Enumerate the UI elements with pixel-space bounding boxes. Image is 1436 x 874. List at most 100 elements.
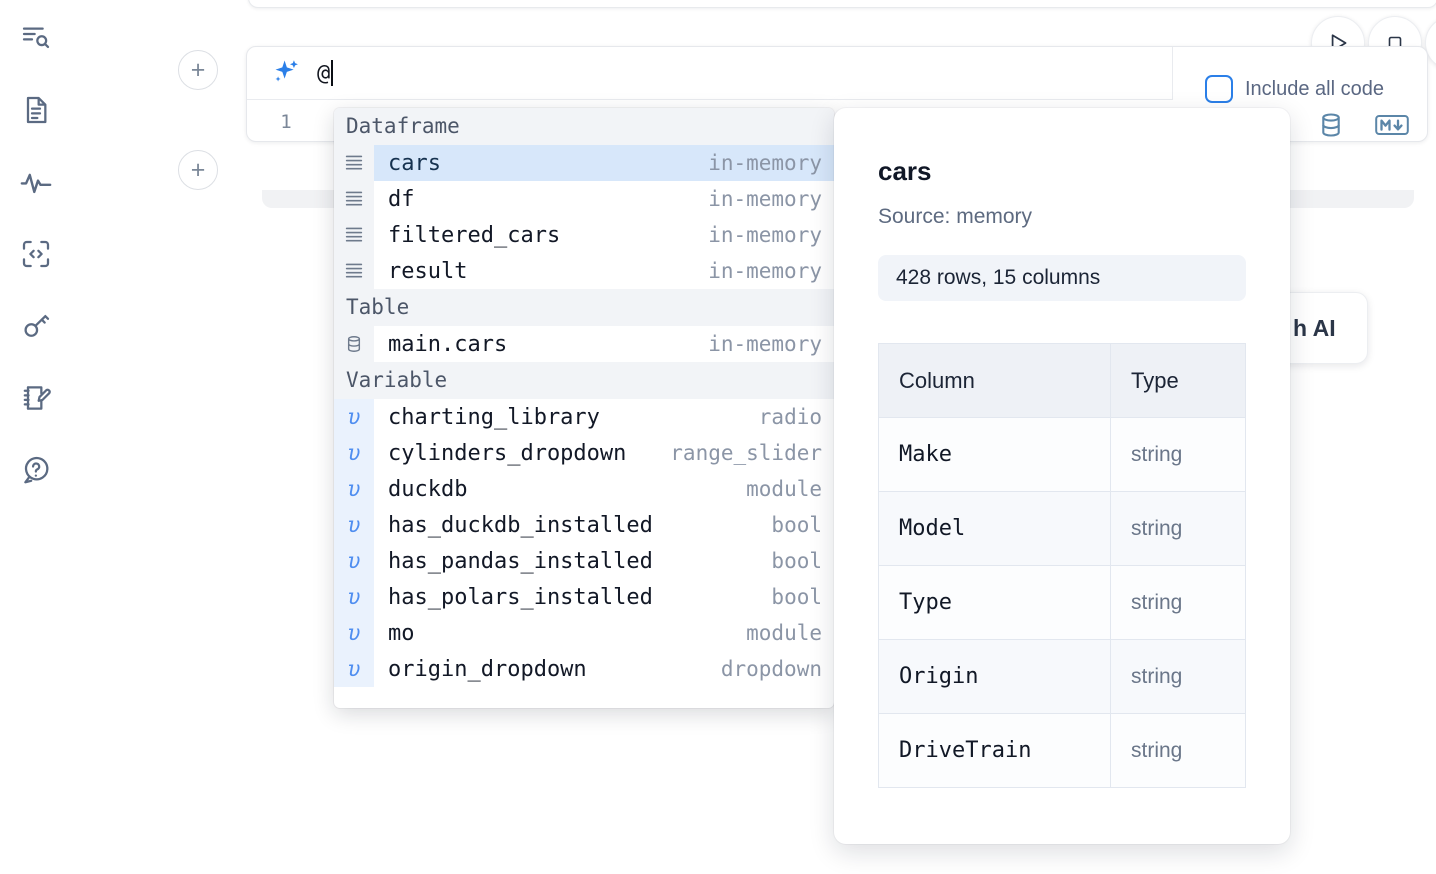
dataframe-icon — [345, 227, 363, 242]
doc-title: cars — [878, 156, 932, 186]
autocomplete-item-kind: in-memory — [708, 223, 822, 247]
autocomplete-item-kind: in-memory — [708, 187, 822, 211]
ai-prompt-row: @ — [247, 47, 1172, 100]
outline-search-icon[interactable] — [14, 16, 58, 60]
autocomplete-item[interactable]: df in-memory — [334, 181, 834, 217]
autocomplete-group-header: Variable — [334, 362, 834, 399]
autocomplete-item-kind: radio — [758, 405, 822, 429]
dataframe-icon — [345, 263, 363, 278]
variable-icon: υ — [334, 543, 374, 579]
doc-column-name: Origin — [878, 639, 1111, 714]
autocomplete-item-kind: bool — [771, 585, 822, 609]
variable-icon: υ — [347, 513, 361, 537]
autocomplete-item[interactable]: υ origin_dropdown dropdown — [334, 651, 834, 687]
line-number: 1 — [280, 110, 292, 133]
variable-icon: υ — [334, 471, 374, 507]
dataframe-icon — [345, 191, 363, 206]
dataframe-icon — [334, 253, 374, 289]
variable-icon: υ — [347, 441, 361, 465]
dataframe-icon — [345, 155, 363, 170]
doc-column-type: string — [1110, 417, 1246, 492]
variable-icon: υ — [347, 657, 361, 681]
documentation-panel: cars Source: memory 428 rows, 15 columns… — [834, 108, 1290, 844]
autocomplete-item-kind: in-memory — [708, 259, 822, 283]
add-cell-button-top[interactable]: + — [178, 50, 218, 90]
include-all-code-checkbox[interactable] — [1205, 75, 1233, 103]
doc-column-type: string — [1110, 491, 1246, 566]
code-editor-row[interactable]: 1 — [247, 100, 1429, 143]
doc-table-header-cell: Column — [878, 343, 1111, 418]
autocomplete-item[interactable]: main.cars in-memory — [334, 326, 834, 362]
previous-cell[interactable] — [248, 0, 1436, 8]
add-cell-button-bottom[interactable]: + — [178, 150, 218, 190]
doc-shape-badge: 428 rows, 15 columns — [878, 255, 1246, 301]
variable-icon: υ — [347, 477, 361, 501]
autocomplete-item-kind: in-memory — [708, 332, 822, 356]
variable-icon: υ — [334, 435, 374, 471]
dataframe-icon — [334, 145, 374, 181]
doc-column-name: Type — [878, 565, 1111, 640]
doc-column-type: string — [1110, 713, 1246, 788]
doc-column-type: string — [1110, 565, 1246, 640]
dataframe-icon — [334, 217, 374, 253]
variable-icon: υ — [334, 399, 374, 435]
key-icon[interactable] — [14, 304, 58, 348]
variable-icon: υ — [347, 549, 361, 573]
autocomplete-item-name: main.cars — [388, 331, 508, 357]
autocomplete-group-header: Table — [334, 289, 834, 326]
autocomplete-item-name: has_duckdb_installed — [388, 512, 653, 538]
cell-toolbar — [1317, 111, 1409, 139]
autocomplete-group-header: Dataframe — [334, 108, 834, 145]
autocomplete-item[interactable]: filtered_cars in-memory — [334, 217, 834, 253]
autocomplete-item-kind: bool — [771, 549, 822, 573]
autocomplete-item-name: has_pandas_installed — [388, 548, 653, 574]
variable-icon: υ — [334, 507, 374, 543]
autocomplete-item[interactable]: υ charting_library radio — [334, 399, 834, 435]
variable-icon: υ — [334, 651, 374, 687]
autocomplete-item-name: df — [388, 186, 415, 212]
database-icon[interactable] — [1317, 111, 1345, 139]
notebook-edit-icon[interactable] — [14, 376, 58, 420]
variable-icon: υ — [334, 615, 374, 651]
autocomplete-item-name: charting_library — [388, 404, 600, 430]
autocomplete-item-kind: module — [746, 477, 822, 501]
autocomplete-item[interactable]: result in-memory — [334, 253, 834, 289]
ai-hint-card-text: h AI — [1293, 314, 1336, 341]
include-all-code-label: Include all code — [1245, 77, 1384, 100]
autocomplete-item-name: origin_dropdown — [388, 656, 587, 682]
include-all-code-control[interactable]: Include all code — [1205, 75, 1384, 103]
autocomplete-item-kind: dropdown — [720, 657, 822, 681]
variable-icon: υ — [347, 405, 361, 429]
variable-icon: υ — [347, 621, 361, 645]
autocomplete-item-name: cars — [388, 150, 441, 176]
doc-column-type: string — [1110, 639, 1246, 714]
file-text-icon[interactable] — [14, 88, 58, 132]
doc-column-name: Make — [878, 417, 1111, 492]
autocomplete-item-name: result — [388, 258, 468, 284]
variable-icon: υ — [334, 579, 374, 615]
code-snippet-icon[interactable] — [14, 232, 58, 276]
autocomplete-item[interactable]: υ has_pandas_installed bool — [334, 543, 834, 579]
autocomplete-item-name: mo — [388, 620, 415, 646]
autocomplete-item-name: filtered_cars — [388, 222, 561, 248]
table-db-icon — [334, 326, 374, 362]
autocomplete-item-name: cylinders_dropdown — [388, 440, 627, 466]
ai-prompt-input[interactable]: @ — [317, 60, 334, 86]
markdown-icon[interactable] — [1375, 113, 1409, 137]
activity-pulse-icon[interactable] — [14, 160, 58, 204]
ai-prompt-text: @ — [317, 61, 331, 86]
help-chat-icon[interactable] — [14, 448, 58, 492]
